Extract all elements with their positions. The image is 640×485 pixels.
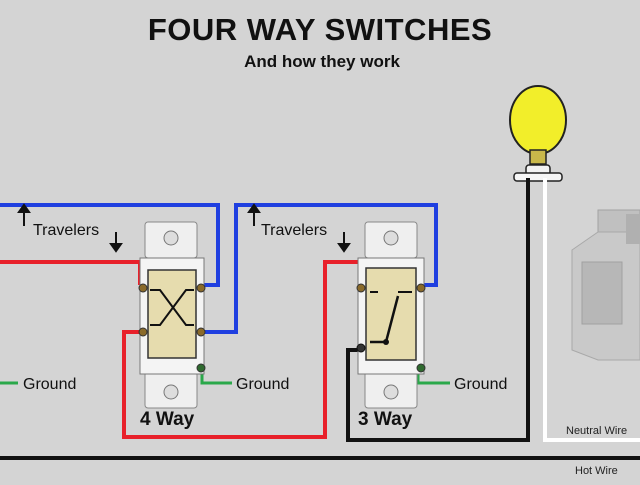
- black-switch-leg: [346, 178, 530, 442]
- neutral-wire-label: Neutral Wire: [566, 425, 627, 437]
- travelers-label-left: Travelers: [33, 222, 99, 239]
- light-bulb-icon: [509, 85, 567, 182]
- ground-label-left: Ground: [23, 376, 76, 393]
- diagram-title: FOUR WAY SWITCHES: [148, 12, 492, 47]
- travelers-label-right: Travelers: [261, 222, 327, 239]
- blue-traveler-left: [0, 203, 220, 287]
- blue-traveler-right: [202, 203, 438, 334]
- junction-box: [571, 209, 640, 361]
- hot-wire-label: Hot Wire: [575, 465, 618, 477]
- ground-label-middle: Ground: [236, 376, 289, 393]
- four-way-switch: [138, 221, 206, 409]
- diagram-subtitle: And how they work: [244, 52, 400, 71]
- neutral-wire-line: [543, 178, 640, 442]
- four-way-label: 4 Way: [140, 409, 195, 430]
- wires: [0, 178, 640, 460]
- three-way-switch: [356, 221, 426, 409]
- three-way-label: 3 Way: [358, 409, 413, 430]
- traveler-arrows: [17, 203, 351, 253]
- ground-label-right: Ground: [454, 376, 507, 393]
